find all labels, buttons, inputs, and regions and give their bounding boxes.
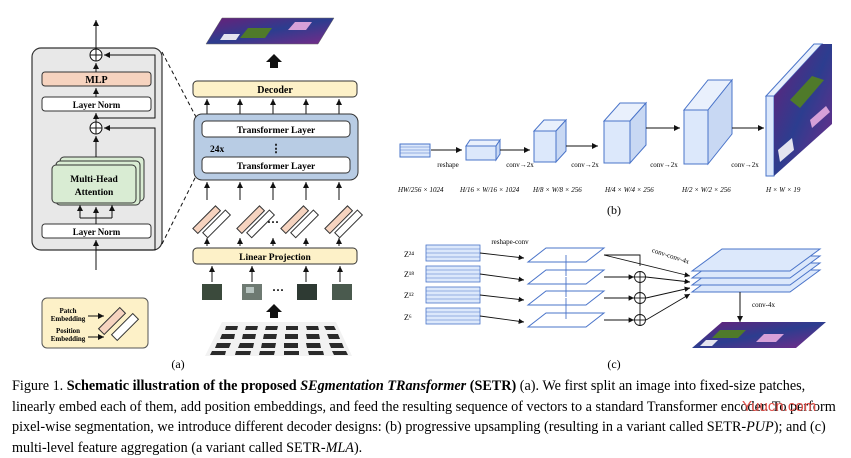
reshape-label: reshape: [437, 161, 458, 169]
patch-input-arrows: [209, 266, 343, 282]
caption-title-em: SEgmentation TRansformer: [300, 378, 467, 394]
watermark: Yuucn.com: [742, 398, 817, 415]
transformer-layer-top-box: [201, 120, 351, 138]
conv-4x-label: conv-4x: [752, 301, 775, 309]
decoder-label: Decoder: [257, 85, 293, 96]
layer-norm-bottom-label: Layer Norm: [73, 227, 121, 237]
patches-ellipsis: ···: [272, 283, 284, 297]
caption-pup: PUP: [746, 419, 774, 435]
concat-map-1: [690, 248, 822, 272]
segmentation-output-b: [764, 43, 832, 177]
conv-label-2: conv→2x: [571, 161, 599, 169]
transformer-layer-top-label: Transformer Layer: [237, 126, 316, 136]
multi-level-aggregation-diagram: Z²⁴ Z¹⁸ Z¹² Z⁶ reshape-conv: [404, 238, 826, 348]
output-arrow-a: [266, 54, 282, 68]
input-image-grid: [205, 322, 352, 356]
transformer-layer-bottom-box: [201, 156, 351, 174]
encoder-input-arrows: [204, 182, 342, 200]
conv-label-4: conv→2x: [731, 161, 759, 169]
input-arrow-a: [266, 304, 282, 318]
linear-projection-label: Linear Projection: [239, 253, 311, 263]
patch-embedding-tokens: ···: [192, 205, 364, 239]
z24-label: Z²⁴: [404, 250, 414, 259]
legend-patch-label-1: Patch: [59, 307, 76, 315]
transformer-layer-bottom-label: Transformer Layer: [237, 162, 316, 172]
mlp-label: MLP: [85, 75, 107, 86]
layers-ellipsis: ⋮: [271, 143, 282, 155]
linear-projection-box: [192, 247, 358, 265]
z18-label: Z¹⁸: [404, 270, 414, 279]
image-patches: ···: [202, 283, 352, 300]
dim-label-5: H × W × 19: [765, 186, 801, 194]
segmentation-output-c: [692, 322, 826, 348]
conv-conv-4x-label: conv-conv-4x: [651, 246, 691, 266]
segmentation-output-a: [205, 17, 335, 45]
encoder-block: MLP Layer Norm Multi-Head Attention Laye…: [31, 20, 197, 270]
feature-map-2: [532, 118, 568, 164]
repeat-count: 24x: [210, 145, 225, 155]
feature-map-1: [465, 138, 501, 162]
embedding-legend: Patch Embedding Position Embedding: [41, 297, 149, 349]
mha-label-2: Attention: [75, 188, 114, 198]
dim-label-2: H/8 × W/8 × 256: [532, 186, 582, 194]
feature-map-4: [682, 78, 734, 166]
layer-norm-top-label: Layer Norm: [73, 100, 121, 110]
feature-map-3: [602, 101, 648, 165]
z12-label: Z¹²: [404, 291, 414, 300]
mha-label-1: Multi-Head: [70, 175, 118, 185]
dim-label-3: H/4 × W/4 × 256: [604, 186, 654, 194]
z6-label: Z⁶: [404, 313, 412, 322]
caption-text-2: ); and (c) multi-level feature aggregati…: [12, 419, 826, 456]
projection-output-arrows: [204, 238, 342, 246]
conv-label-1: conv→2x: [506, 161, 534, 169]
panel-b-label: (b): [607, 203, 621, 217]
caption-title: Schematic illustration of the proposed: [66, 378, 301, 394]
level-map-4: [526, 312, 606, 328]
legend-position-label-1: Position: [56, 327, 80, 335]
panel-a-label: (a): [171, 357, 184, 371]
tokens-ellipsis: ···: [267, 215, 279, 229]
caption-text-1: (a). We first split an image into fixed-…: [12, 378, 836, 435]
dim-label-1: H/16 × W/16 × 1024: [459, 186, 520, 194]
decoder-box: [192, 80, 358, 98]
dim-label-4: H/2 × W/2 × 256: [681, 186, 731, 194]
caption-text-3: ).: [353, 439, 363, 456]
figure-caption: Figure 1. Schematic illustration of the …: [12, 376, 840, 458]
decoder-input-arrows: [204, 99, 342, 114]
caption-title-end: (SETR): [466, 378, 517, 394]
token-sequence: [399, 143, 431, 158]
caption-prefix: Figure 1.: [12, 378, 67, 394]
caption-mla: MLA: [325, 439, 354, 456]
legend-patch-label-2: Embedding: [51, 315, 86, 323]
panel-c-label: (c): [607, 357, 620, 371]
dim-label-0: HW/256 × 1024: [397, 186, 444, 194]
progressive-upsampling-diagram: reshape conv→2x conv→2x conv→2x conv: [397, 43, 832, 194]
reshape-conv-label: reshape-conv: [491, 238, 529, 246]
legend-position-label-2: Embedding: [51, 335, 86, 343]
conv-label-3: conv→2x: [650, 161, 678, 169]
multi-head-attention-box: [51, 164, 137, 204]
